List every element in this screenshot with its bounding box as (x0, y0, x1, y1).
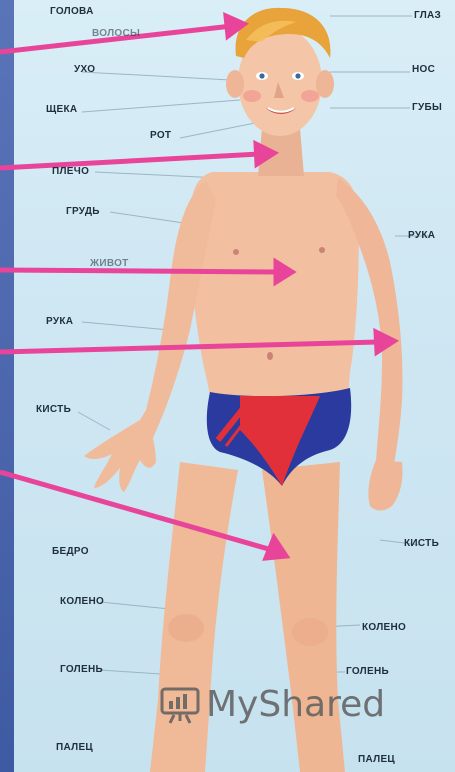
label-hair: ВОЛОСЫ (92, 28, 140, 39)
label-arm-left: РУКА (46, 316, 73, 327)
right-leg (262, 462, 345, 772)
label-cheek: ЩЕКА (46, 104, 77, 115)
label-shin-left: ГОЛЕНЬ (60, 664, 103, 675)
label-nose: НОС (412, 64, 435, 75)
torso (190, 172, 359, 420)
left-cheek (243, 90, 261, 102)
right-nipple (319, 247, 325, 253)
right-cheek (301, 90, 319, 102)
label-knee-right: КОЛЕНО (362, 622, 406, 633)
right-iris (295, 73, 300, 78)
label-arm-right: РУКА (408, 230, 435, 241)
label-knee-left: КОЛЕНО (60, 596, 104, 607)
label-eye: ГЛАЗ (414, 10, 441, 21)
left-knee (168, 614, 204, 642)
label-toe-right: ПАЛЕЦ (358, 754, 395, 765)
label-shin-right: ГОЛЕНЬ (346, 666, 389, 677)
label-shoulder: ПЛЕЧО (52, 166, 89, 177)
watermark-text: MyShared (206, 684, 385, 725)
label-thigh: БЕДРО (52, 546, 89, 557)
right-knee (292, 618, 328, 646)
left-nipple (233, 249, 239, 255)
arrow-neck (0, 154, 260, 168)
label-hand-right: КИСТЬ (404, 538, 439, 549)
label-toe-left: ПАЛЕЦ (56, 742, 93, 753)
label-head: ГОЛОВА (50, 6, 94, 17)
left-ear (226, 70, 244, 98)
left-iris (259, 73, 264, 78)
right-hand (368, 460, 402, 511)
label-chest: ГРУДЬ (66, 206, 100, 217)
navel (267, 352, 273, 360)
arrow-belly (0, 270, 278, 272)
label-ear: УХО (74, 64, 95, 75)
label-hand-left: КИСТЬ (36, 404, 71, 415)
presentation-icon (160, 685, 200, 725)
label-mouth: РОТ (150, 130, 171, 141)
watermark: MyShared (160, 684, 385, 725)
right-ear (316, 70, 334, 98)
label-belly: ЖИВОТ (90, 258, 129, 269)
left-hand (84, 420, 156, 492)
label-lips: ГУБЫ (412, 102, 442, 113)
